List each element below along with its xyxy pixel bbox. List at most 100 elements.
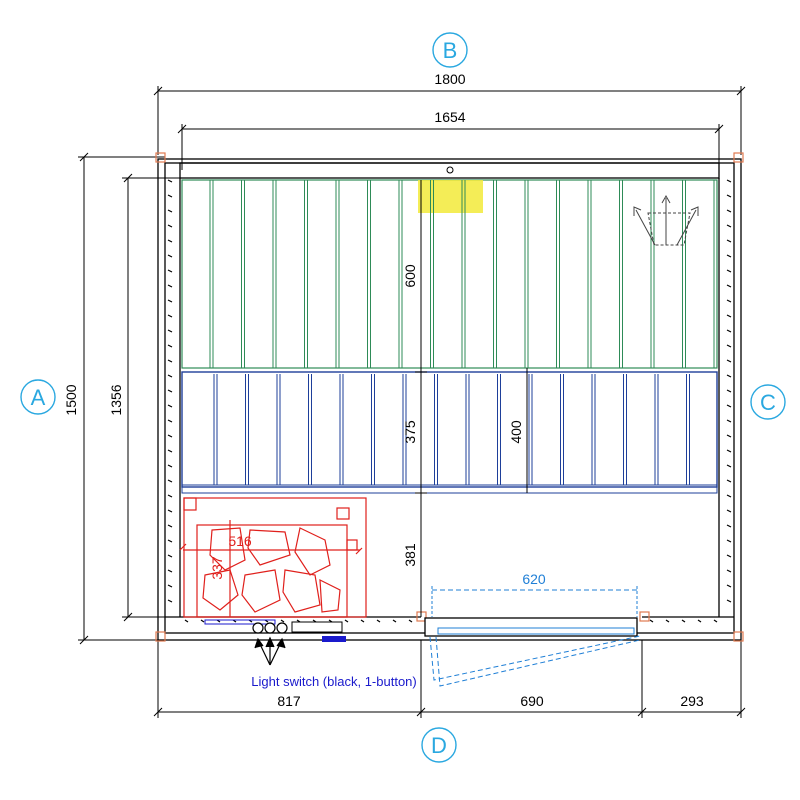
wall-tick <box>408 619 413 623</box>
wall-tick <box>376 619 381 623</box>
wall-tick <box>726 374 732 378</box>
dimension-outer-width <box>153 86 746 155</box>
wall-tick <box>681 619 686 623</box>
wall-tick <box>726 494 732 498</box>
dimension-bottom-row <box>153 640 746 718</box>
wall-tick <box>167 359 173 363</box>
wall-tick <box>726 314 732 318</box>
wall-tick <box>713 619 718 623</box>
wall-tick <box>726 179 732 183</box>
dimension-lower-offset-label: 400 <box>508 420 524 444</box>
wall-tick <box>167 584 173 588</box>
wall-tick <box>726 569 732 573</box>
internal-dimension-guides <box>415 180 528 617</box>
vent-hole-icon <box>446 166 454 174</box>
wall-tick <box>167 314 173 318</box>
wall-tick <box>167 224 173 228</box>
wall-tick <box>726 284 732 288</box>
wall-tick <box>726 254 732 258</box>
dimension-outer-height-label: 1500 <box>63 384 79 415</box>
wall-tick <box>726 404 732 408</box>
wall-tick <box>167 599 173 603</box>
wall-tick <box>726 599 732 603</box>
wall-tick <box>726 434 732 438</box>
wall-ticks <box>167 179 732 623</box>
wall-tick <box>726 524 732 528</box>
wall-tick <box>167 239 173 243</box>
wall-tick <box>726 239 732 243</box>
wall-tick <box>167 404 173 408</box>
dimension-bottom-left-label: 817 <box>277 693 301 709</box>
wall-tick <box>697 619 702 623</box>
dimension-bottom-middle-label: 690 <box>520 693 544 709</box>
wall-tick <box>665 619 670 623</box>
dimension-bottom-right-label: 293 <box>680 693 704 709</box>
light-switch <box>204 619 346 642</box>
wall-tick <box>167 209 173 213</box>
light-switch-arrows <box>254 636 286 666</box>
wall-tick <box>167 344 173 348</box>
wall-tick <box>167 524 173 528</box>
wall-tick <box>167 464 173 468</box>
wall-tick <box>726 344 732 348</box>
dimension-outer-width-label: 1800 <box>434 71 465 87</box>
wall-tick <box>726 509 732 513</box>
wall-tick <box>726 464 732 468</box>
side-label-bottom: D <box>431 733 447 758</box>
wall-tick <box>726 419 732 423</box>
side-label-left: A <box>31 385 46 410</box>
wall-tick <box>167 449 173 453</box>
wall-tick <box>649 619 654 623</box>
wall-tick <box>200 619 205 623</box>
wall-tick <box>726 479 732 483</box>
wall-tick <box>360 619 365 623</box>
wall-tick <box>726 539 732 543</box>
side-marker-bottom: D <box>421 727 457 763</box>
door <box>424 586 641 687</box>
heater-width-label: 516 <box>228 533 252 549</box>
wall-tick <box>726 209 732 213</box>
wall-tick <box>726 389 732 393</box>
door-width-label: 620 <box>522 571 546 587</box>
wall-tick <box>726 224 732 228</box>
wall-tick <box>167 539 173 543</box>
wall-tick <box>726 554 732 558</box>
wall-tick <box>167 509 173 513</box>
lower-bench <box>181 371 718 494</box>
wall-tick <box>167 179 173 183</box>
heater-depth-label: 337 <box>209 556 225 580</box>
dimension-inner-width <box>177 124 724 170</box>
dimension-front-gap-label: 381 <box>402 543 418 567</box>
wall-tick <box>167 254 173 258</box>
wall-tick <box>726 449 732 453</box>
wall-tick <box>167 194 173 198</box>
wall-tick <box>167 419 173 423</box>
wall-tick <box>726 329 732 333</box>
side-marker-right: C <box>750 384 786 420</box>
wall-tick <box>280 619 285 623</box>
wall-tick <box>726 269 732 273</box>
bench-highlight <box>418 180 483 213</box>
wall-tick <box>167 494 173 498</box>
wall-tick <box>167 389 173 393</box>
wall-tick <box>726 359 732 363</box>
light-switch-annotation: Light switch (black, 1-button) <box>251 674 416 689</box>
wall-tick <box>167 269 173 273</box>
side-marker-top: B <box>432 32 468 68</box>
ventilation-arrows-icon <box>633 194 699 246</box>
wall-tick <box>167 374 173 378</box>
wall-tick <box>392 619 397 623</box>
dimension-inner-height-label: 1356 <box>108 384 124 415</box>
wall-tick <box>184 619 189 623</box>
wall-tick <box>344 619 349 623</box>
upper-bench <box>181 179 718 369</box>
wall-tick <box>167 479 173 483</box>
wall-tick <box>726 194 732 198</box>
dimension-inner-width-label: 1654 <box>434 109 465 125</box>
wall-tick <box>167 434 173 438</box>
wall-tick <box>167 569 173 573</box>
wall-tick <box>726 299 732 303</box>
dimension-upper-bench-label: 600 <box>402 264 418 288</box>
dimension-lower-bench-label: 375 <box>402 420 418 444</box>
